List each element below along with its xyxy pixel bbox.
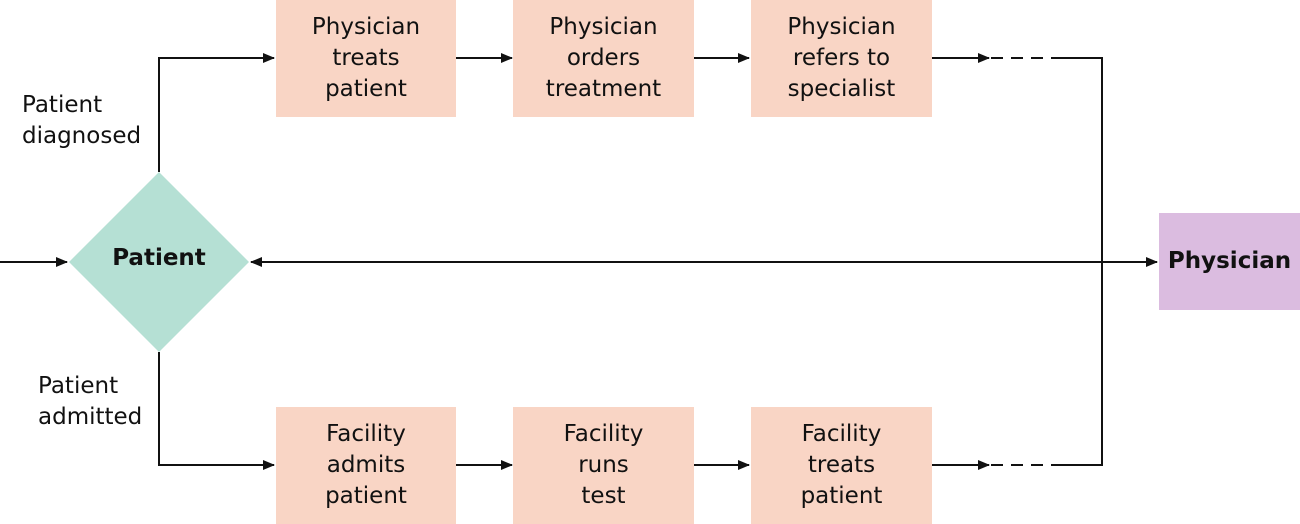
step-text: Facility admits patient xyxy=(325,421,407,509)
admitted-label: Patient admitted xyxy=(38,373,143,430)
diagnosed-label: Patient diagnosed xyxy=(22,92,142,149)
physician-label: Physician xyxy=(1167,248,1292,274)
step-physician-orders: Physician orders treatment xyxy=(513,0,694,117)
step-text: Facility treats patient xyxy=(800,421,883,509)
step-text: Facility runs test xyxy=(563,421,644,509)
step-facility-admits: Facility admits patient xyxy=(276,407,456,524)
step-facility-runs-test: Facility runs test xyxy=(513,407,694,524)
patient-label: Patient xyxy=(112,245,206,271)
patient-node xyxy=(69,172,249,352)
step-physician-treats: Physician treats patient xyxy=(276,0,456,117)
physician-node: Physician xyxy=(1159,213,1300,310)
step-text: Physician orders treatment xyxy=(545,14,662,102)
step-text: Physician refers to specialist xyxy=(787,14,896,102)
step-physician-refers: Physician refers to specialist xyxy=(751,0,932,117)
step-text: Physician treats patient xyxy=(311,14,421,102)
step-facility-treats: Facility treats patient xyxy=(751,407,932,524)
